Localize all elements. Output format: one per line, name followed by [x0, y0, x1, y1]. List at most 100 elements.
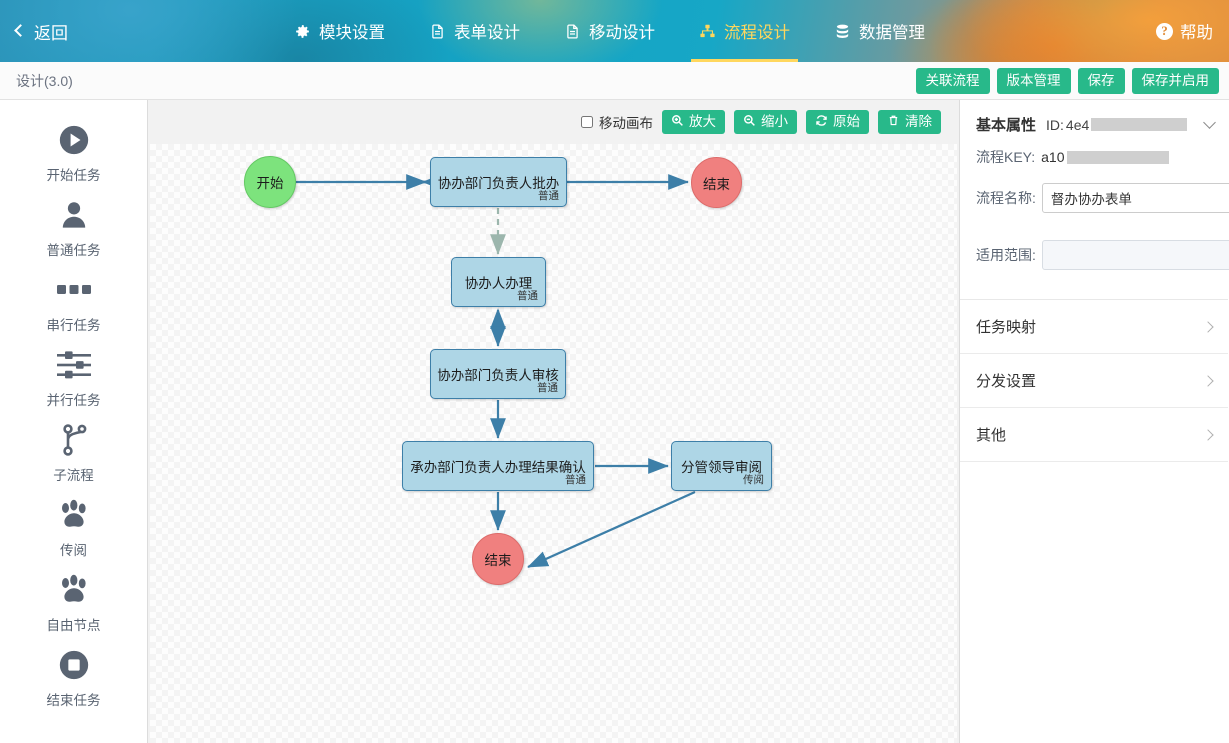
- sliders-icon: [56, 348, 91, 382]
- tool-label: 串行任务: [46, 318, 101, 333]
- node-subtype: 普通: [538, 190, 559, 202]
- move-canvas-input[interactable]: [581, 116, 593, 128]
- tool-serial-task[interactable]: 串行任务: [0, 266, 147, 341]
- node-label: 开始: [256, 176, 284, 191]
- node-label: 承办部门负责人办理结果确认: [410, 460, 586, 475]
- node-end-2[interactable]: 结束: [472, 533, 524, 585]
- move-canvas-checkbox[interactable]: 移动画布: [581, 112, 653, 132]
- document-icon: [564, 23, 581, 40]
- app-body: 开始任务 普通任务 串行任务 并行任务 子流程: [0, 100, 1229, 743]
- reset-label: 原始: [833, 114, 860, 130]
- question-circle-icon: ?: [1156, 22, 1173, 40]
- nav-item-data-management[interactable]: 数据管理: [812, 0, 947, 62]
- back-button[interactable]: 返回: [14, 0, 68, 62]
- panel-divider: [960, 299, 1228, 300]
- save-and-enable-button[interactable]: 保存并启用: [1131, 68, 1219, 94]
- tool-label: 普通任务: [46, 243, 101, 258]
- tool-label: 子流程: [53, 468, 94, 483]
- stop-circle-icon: [57, 648, 91, 682]
- tool-end-task[interactable]: 结束任务: [0, 641, 147, 716]
- branch-icon: [61, 423, 87, 457]
- section-distribution-settings[interactable]: 分发设置: [960, 354, 1228, 408]
- nav-label: 移动设计: [589, 24, 655, 42]
- tool-free-node[interactable]: 自由节点: [0, 566, 147, 641]
- node-start[interactable]: 开始: [244, 156, 296, 208]
- nav-label: 表单设计: [454, 24, 520, 42]
- node-subtype: 普通: [565, 474, 586, 486]
- node-task-review[interactable]: 协办部门负责人审核 普通: [430, 349, 566, 399]
- process-key-label: 流程KEY:: [976, 149, 1036, 165]
- node-subtype: 普通: [537, 382, 558, 394]
- zoom-out-button[interactable]: 缩小: [734, 109, 797, 135]
- chevron-right-icon: [1202, 320, 1214, 333]
- clear-label: 清除: [905, 114, 932, 130]
- document-icon: [429, 23, 446, 40]
- flow-canvas[interactable]: 开始 协办部门负责人批办 普通 结束 协办人办理 普通 协办部门负责人审核 普通…: [150, 144, 957, 743]
- section-label: 任务映射: [976, 319, 1037, 336]
- scope-label: 适用范围:: [976, 247, 1036, 263]
- nav-item-process-design[interactable]: 流程设计: [677, 0, 812, 62]
- panel-header: 基本属性 ID: 4e4: [960, 100, 1228, 145]
- scope-input[interactable]: [1041, 240, 1229, 270]
- clear-canvas-button[interactable]: 清除: [878, 109, 941, 135]
- zoom-out-icon: [743, 114, 756, 131]
- flowchart-edges: [296, 174, 696, 569]
- paw-icon: [57, 498, 91, 532]
- reset-zoom-button[interactable]: 原始: [806, 109, 869, 135]
- page-title: 设计(3.0): [16, 72, 73, 89]
- chevron-down-icon[interactable]: [1203, 115, 1216, 129]
- tool-label: 并行任务: [46, 393, 101, 408]
- node-task-confirm[interactable]: 承办部门负责人办理结果确认 普通: [402, 441, 594, 491]
- process-key-value-wrap: a10: [1041, 149, 1169, 165]
- main-nav: 模块设置 表单设计 移动设计 流程设计 数据管理: [272, 0, 947, 62]
- sub-toolbar-actions: 关联流程 版本管理 保存 保存并启用: [915, 62, 1219, 100]
- save-button[interactable]: 保存: [1077, 68, 1125, 94]
- back-label: 返回: [34, 23, 68, 43]
- nav-item-form-design[interactable]: 表单设计: [407, 0, 542, 62]
- tool-label: 传阅: [60, 543, 87, 558]
- nav-item-module-settings[interactable]: 模块设置: [272, 0, 407, 62]
- canvas-horizontal-scrollbar[interactable]: [150, 732, 957, 741]
- nav-label: 数据管理: [859, 24, 925, 42]
- section-label: 其他: [976, 427, 1007, 444]
- node-task-leader-review[interactable]: 分管领导审阅 传阅: [671, 441, 772, 491]
- nav-label: 模块设置: [319, 24, 385, 42]
- node-end-1[interactable]: 结束: [691, 157, 742, 208]
- play-circle-icon: [57, 123, 91, 157]
- node-subtype: 普通: [517, 290, 538, 302]
- process-key-value: a10: [1041, 149, 1065, 165]
- gear-icon: [294, 23, 311, 40]
- tool-sub-process[interactable]: 子流程: [0, 416, 147, 491]
- zoom-out-label: 缩小: [761, 114, 788, 130]
- node-task-approve[interactable]: 协办部门负责人批办 普通: [430, 157, 567, 207]
- nav-label: 流程设计: [724, 24, 790, 42]
- tool-start-task[interactable]: 开始任务: [0, 116, 147, 191]
- tool-label: 自由节点: [46, 618, 101, 633]
- tool-label: 结束任务: [46, 693, 101, 708]
- zoom-in-label: 放大: [689, 114, 716, 130]
- panel-title: 基本属性: [976, 117, 1037, 134]
- chevron-right-icon: [1202, 428, 1214, 441]
- version-management-button[interactable]: 版本管理: [996, 68, 1071, 94]
- trash-icon: [887, 114, 900, 131]
- process-id-value: 4e4: [1065, 116, 1090, 133]
- node-task-handle[interactable]: 协办人办理 普通: [451, 257, 546, 307]
- process-key-row: 流程KEY: a10: [960, 145, 1228, 177]
- node-label: 协办部门负责人批办: [437, 176, 560, 191]
- process-name-input[interactable]: [1041, 183, 1229, 213]
- node-subtype: 传阅: [743, 474, 764, 486]
- tool-normal-task[interactable]: 普通任务: [0, 191, 147, 266]
- section-other[interactable]: 其他: [960, 408, 1228, 462]
- link-process-button[interactable]: 关联流程: [915, 68, 990, 94]
- section-task-mapping[interactable]: 任务映射: [960, 300, 1228, 354]
- section-label: 分发设置: [976, 373, 1037, 390]
- nav-item-mobile-design[interactable]: 移动设计: [542, 0, 677, 62]
- tool-label: 开始任务: [46, 168, 101, 183]
- help-button[interactable]: ? 帮助: [1156, 0, 1213, 62]
- zoom-in-button[interactable]: 放大: [662, 109, 725, 135]
- tool-parallel-task[interactable]: 并行任务: [0, 341, 147, 416]
- process-id-label: ID:: [1046, 116, 1064, 133]
- tool-circulation[interactable]: 传阅: [0, 491, 147, 566]
- node-label: 协办人办理: [464, 276, 533, 291]
- node-label: 结束: [703, 176, 730, 192]
